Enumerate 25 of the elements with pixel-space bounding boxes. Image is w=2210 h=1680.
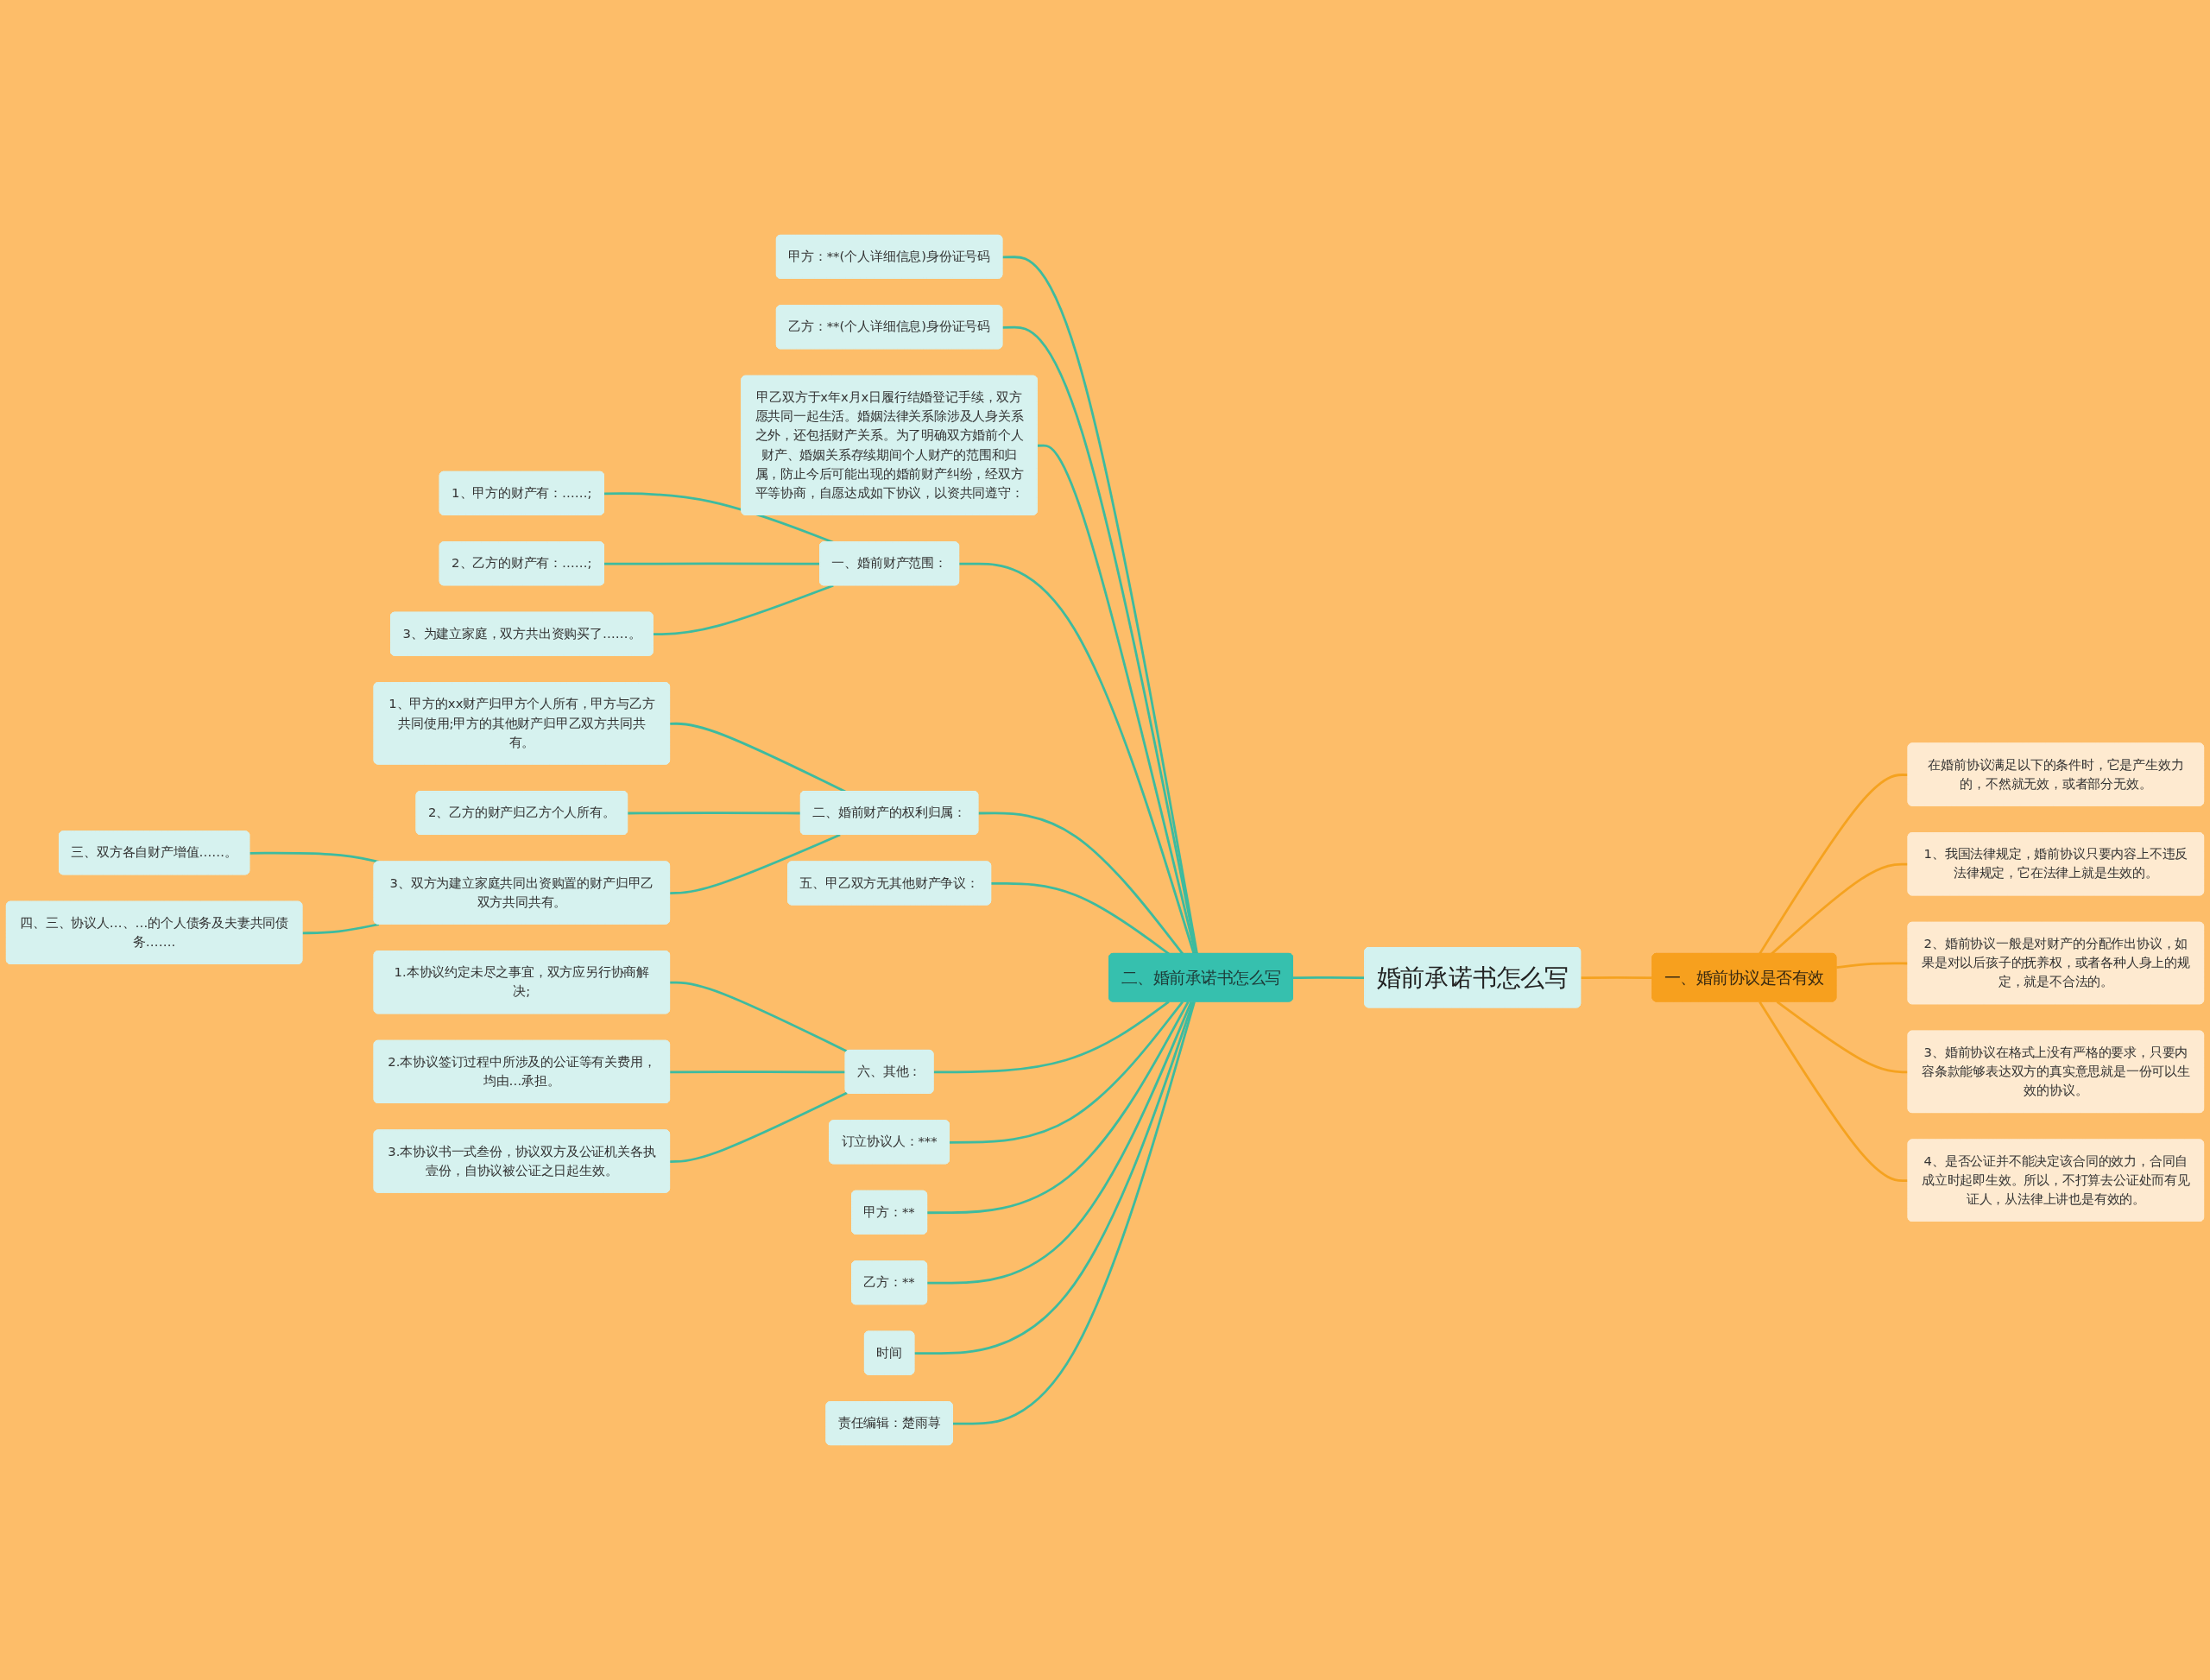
connector	[603, 562, 821, 565]
connector	[959, 562, 1196, 955]
connector	[1037, 444, 1197, 955]
connector	[670, 833, 841, 894]
connector	[991, 881, 1170, 955]
connector	[1771, 862, 1909, 955]
connector	[927, 1001, 1193, 1285]
connector	[670, 1071, 846, 1074]
connector	[628, 812, 801, 815]
connector	[952, 1001, 1196, 1425]
connector	[653, 584, 834, 636]
connector	[933, 1001, 1170, 1074]
connector	[1759, 774, 1909, 955]
connector	[1836, 962, 1909, 969]
connector	[1292, 976, 1366, 980]
connector	[978, 812, 1184, 955]
connector	[670, 1091, 848, 1163]
connector	[927, 1001, 1190, 1215]
connector	[1759, 1001, 1909, 1183]
connector	[302, 923, 380, 935]
connector	[914, 1001, 1195, 1355]
connector	[1581, 976, 1653, 980]
connector	[1776, 1001, 1909, 1074]
connector	[670, 981, 848, 1053]
connector	[950, 1001, 1184, 1144]
